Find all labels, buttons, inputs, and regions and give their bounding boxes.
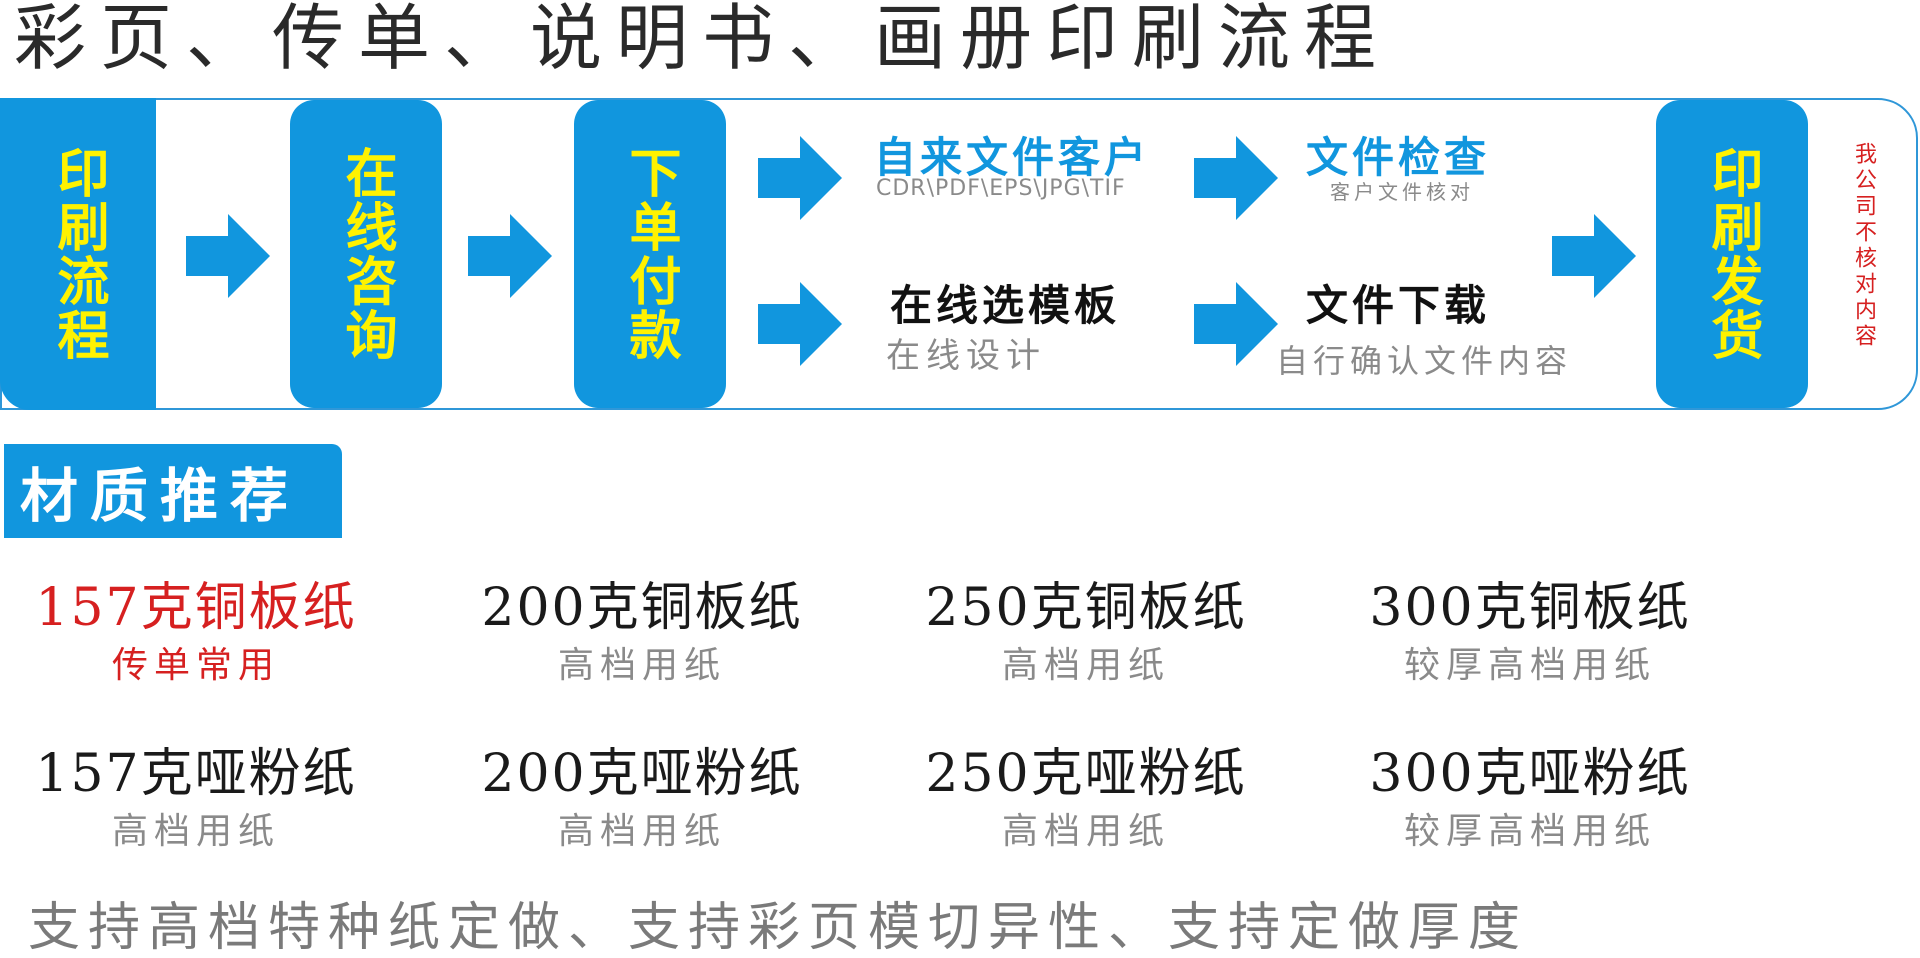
material-item: 157克哑粉纸 高档用纸 [0,744,416,854]
material-item: 200克哑粉纸 高档用纸 [422,744,862,854]
material-desc: 传单常用 [111,645,280,686]
material-desc: 高档用纸 [1001,811,1170,852]
step-title-download: 文件下载 [1306,281,1491,330]
material-name: 200克哑粉纸 [481,744,803,804]
step-sub-confirm: 自行确认文件内容 [1276,342,1573,380]
right-arrow-icon [1552,214,1636,298]
disclaimer-note: 我公司不核对内容 [1851,142,1876,350]
material-desc: 高档用纸 [557,811,726,852]
step-title-own-file: 自来文件客户 [874,133,1151,182]
material-item: 200克铜板纸 高档用纸 [422,578,862,688]
material-item: 157克铜板纸 传单常用 [0,578,416,688]
material-item: 250克哑粉纸 高档用纸 [866,744,1306,854]
page-title: 彩页、传单、说明书、画册印刷流程 [14,0,1391,80]
material-name: 300克哑粉纸 [1369,744,1691,804]
flow-block-label: 下单付款 [620,146,680,362]
material-item: 300克哑粉纸 较厚高档用纸 [1310,744,1750,854]
footer-services: 支持高档特种纸定做、支持彩页模切异性、支持定做厚度 [28,898,1529,958]
material-name: 250克哑粉纸 [925,744,1247,804]
step-title-template: 在线选模板 [890,281,1121,330]
flow-block-label: 印刷流程 [48,146,108,362]
material-item: 250克铜板纸 高档用纸 [866,578,1306,688]
material-item: 300克铜板纸 较厚高档用纸 [1310,578,1750,688]
right-arrow-icon [186,214,270,298]
right-arrow-icon [468,214,552,298]
flow-block-ship: 印刷发货 [1656,100,1808,408]
step-title-file-check: 文件检查 [1306,133,1491,182]
material-name: 250克铜板纸 [925,578,1247,638]
flow-block-start: 印刷流程 [0,98,156,410]
flow-block-label: 在线咨询 [336,146,396,362]
right-arrow-icon [1194,136,1278,220]
right-arrow-icon [758,136,842,220]
material-name: 200克铜板纸 [481,578,803,638]
material-name: 157克哑粉纸 [35,744,357,804]
flow-block-order: 下单付款 [574,100,726,408]
material-desc: 较厚高档用纸 [1403,645,1656,686]
step-sub-file-check: 客户文件核对 [1330,180,1474,204]
flow-block-label: 印刷发货 [1702,146,1762,362]
step-sub-formats: CDR\PDF\EPS\JPG\TIF [876,176,1126,201]
material-name: 300克铜板纸 [1369,578,1691,638]
flow-block-consult: 在线咨询 [290,100,442,408]
material-desc: 较厚高档用纸 [1403,811,1656,852]
right-arrow-icon [758,282,842,366]
material-desc: 高档用纸 [111,811,280,852]
material-name: 157克铜板纸 [35,578,357,638]
material-desc: 高档用纸 [1001,645,1170,686]
right-arrow-icon [1194,282,1278,366]
step-sub-online-design: 在线设计 [886,336,1046,376]
materials-header: 材质推荐 [4,444,342,538]
material-desc: 高档用纸 [557,645,726,686]
materials-header-label: 材质推荐 [20,462,301,530]
